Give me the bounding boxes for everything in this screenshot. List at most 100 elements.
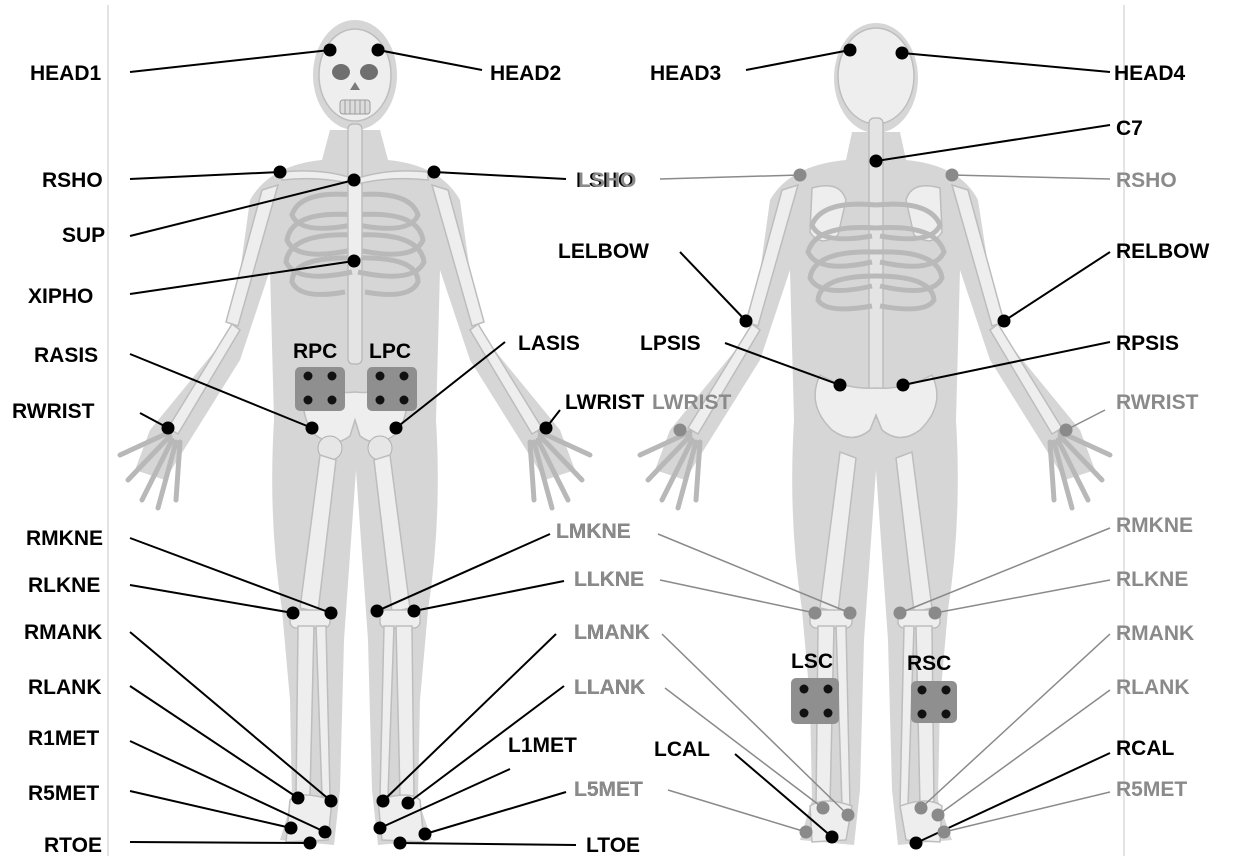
front-head1-leader-line	[130, 50, 330, 72]
front-rwrist-label: RWRIST	[12, 400, 95, 423]
front-llkne-marker-dot	[408, 605, 421, 618]
back-rsho-marker-dot	[946, 169, 959, 182]
cluster-label-lpc: LPC	[369, 340, 411, 363]
cluster-label-rpc: RPC	[293, 340, 337, 363]
front-rlank-marker-dot	[292, 792, 305, 805]
front-l1met-marker-dot	[374, 822, 387, 835]
front-rlank-label: RLANK	[28, 676, 102, 699]
back-lsho-label: LSHO	[578, 169, 636, 192]
front-rtoe-marker-dot	[304, 837, 317, 850]
back-head3-leader-line	[746, 50, 850, 70]
front-rtoe-leader-line	[130, 842, 310, 843]
back-c7-label: C7	[1116, 117, 1143, 140]
back-lsho-marker-dot	[794, 169, 807, 182]
front-lmank-marker-dot	[377, 795, 390, 808]
back-lpsis-marker-dot	[834, 379, 847, 392]
front-head2-label: HEAD2	[490, 62, 561, 85]
back-rlank-marker-dot	[932, 809, 945, 822]
back-relbow-marker-dot	[998, 315, 1011, 328]
back-llkne-leader-line	[660, 580, 815, 613]
back-rmank-marker-dot	[915, 802, 928, 815]
front-xipho-marker-dot	[348, 255, 361, 268]
front-sup-marker-dot	[348, 174, 361, 187]
back-lmkne-label: LMKNE	[556, 520, 631, 543]
front-rmank-marker-dot	[325, 795, 338, 808]
back-lcal-marker-dot	[826, 831, 839, 844]
front-rsho-leader-line	[130, 172, 280, 179]
front-lsho-marker-dot	[428, 166, 441, 179]
front-lwrist-label: LWRIST	[565, 391, 644, 414]
back-rcal-marker-dot	[910, 837, 923, 850]
back-rwrist-label: RWRIST	[1116, 391, 1199, 414]
front-rlkne-label: RLKNE	[28, 574, 100, 597]
back-lelbow-marker-dot	[740, 315, 753, 328]
front-rmkne-label: RMKNE	[26, 527, 103, 550]
back-rlank-label: RLANK	[1116, 676, 1190, 699]
rsc-cluster-pad	[911, 681, 957, 723]
front-r1met-marker-dot	[319, 826, 332, 839]
back-lpsis-label: LPSIS	[640, 332, 701, 355]
front-ltoe-label: LTOE	[586, 834, 640, 856]
front-rsho-marker-dot	[274, 166, 287, 179]
back-rlkne-leader-line	[935, 580, 1110, 613]
front-l5met-marker-dot	[419, 828, 432, 841]
front-l1met-label: L1MET	[508, 734, 577, 757]
front-rtoe-label: RTOE	[44, 834, 102, 856]
front-ltoe-marker-dot	[394, 837, 407, 850]
back-lcal-label: LCAL	[654, 738, 710, 761]
front-r5met-label: R5MET	[28, 782, 99, 805]
front-lasis-marker-dot	[390, 422, 403, 435]
back-rmank-label: RMANK	[1116, 622, 1194, 645]
back-lsho-leader-line	[660, 175, 800, 179]
lsc-cluster-pad	[791, 678, 839, 724]
back-l5met-marker-dot	[800, 826, 813, 839]
cluster-label-lsc: LSC	[791, 650, 833, 673]
back-lwrist-label: LWRIST	[652, 391, 731, 414]
back-rwrist-leader-line	[1066, 410, 1105, 430]
back-rmkne-label: RMKNE	[1116, 514, 1193, 537]
front-rlkne-marker-dot	[287, 607, 300, 620]
back-lelbow-label: LELBOW	[558, 240, 649, 263]
back-llkne-marker-dot	[809, 607, 822, 620]
front-skeleton-figure	[120, 20, 590, 845]
back-r5met-leader-line	[944, 792, 1110, 832]
rpc-cluster-pad	[295, 367, 345, 411]
back-rlank-leader-line	[938, 690, 1110, 815]
front-head1-marker-dot	[324, 44, 337, 57]
front-rmank-label: RMANK	[24, 621, 102, 644]
front-ltoe-leader-line	[400, 843, 576, 845]
back-lmank-label: LMANK	[574, 621, 650, 644]
back-rpsis-label: RPSIS	[1116, 332, 1179, 355]
back-head4-leader-line	[902, 53, 1110, 72]
front-llank-marker-dot	[402, 797, 415, 810]
back-llank-marker-dot	[817, 802, 830, 815]
front-rasis-marker-dot	[306, 422, 319, 435]
front-lmkne-marker-dot	[371, 605, 384, 618]
back-c7-leader-line	[876, 125, 1110, 161]
front-lasis-label: LASIS	[518, 332, 580, 355]
front-rwrist-marker-dot	[162, 422, 175, 435]
front-skull	[319, 29, 391, 121]
back-rcal-label: RCAL	[1116, 737, 1174, 760]
front-r5met-leader-line	[130, 791, 291, 828]
front-rasis-label: RASIS	[34, 344, 98, 367]
back-lelbow-leader-line	[680, 252, 746, 321]
back-rsho-label: RSHO	[1116, 169, 1177, 192]
cluster-label-rsc: RSC	[907, 652, 951, 675]
back-head3-marker-dot	[844, 44, 857, 57]
back-rlkne-label: RLKNE	[1116, 568, 1188, 591]
back-rsho-leader-line	[952, 175, 1110, 179]
back-rmkne-marker-dot	[894, 607, 907, 620]
back-rwrist-marker-dot	[1060, 424, 1073, 437]
back-llank-label: LLANK	[574, 676, 645, 699]
back-r5met-label: R5MET	[1116, 778, 1187, 801]
front-rmkne-marker-dot	[325, 607, 338, 620]
front-xipho-label: XIPHO	[28, 285, 93, 308]
back-rlkne-marker-dot	[929, 607, 942, 620]
front-lwrist-marker-dot	[540, 422, 553, 435]
back-c7-marker-dot	[870, 155, 883, 168]
back-head4-label: HEAD4	[1114, 62, 1186, 85]
back-lmank-marker-dot	[842, 809, 855, 822]
